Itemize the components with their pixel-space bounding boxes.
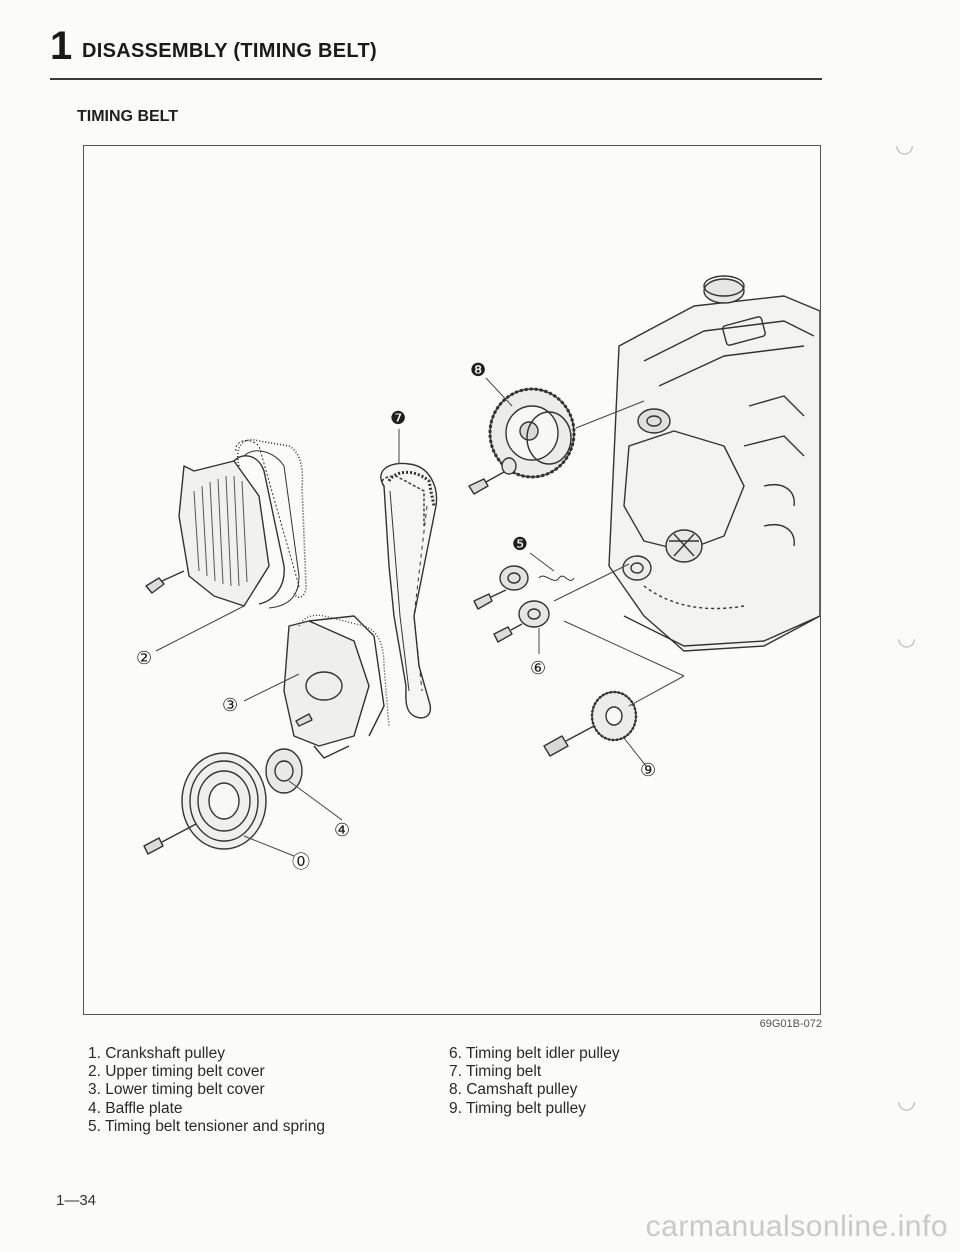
lower-timing-belt-cover [283, 614, 390, 759]
camshaft-pulley [488, 387, 576, 479]
legend-item-8: 8. Camshaft pulley [449, 1081, 578, 1099]
timing-belt [380, 462, 438, 719]
legend-item-1: 1. Crankshaft pulley [88, 1045, 225, 1062]
legend-item-7: 7. Timing belt [449, 1063, 542, 1081]
watermark: carmanualsonline.info [645, 1210, 948, 1243]
callout-8: ❽ [470, 360, 486, 381]
figure-frame: ⓪ ② ③ ④ ❺ ⑥ ❼ ❽ ⑨ [83, 145, 821, 1015]
scan-mark: ◡ [895, 132, 915, 157]
timing-belt-idler-pulley [493, 600, 550, 643]
header-rule [50, 78, 822, 80]
section-title: TIMING BELT [77, 108, 179, 125]
callout-2: ② [136, 648, 152, 669]
lower-cover-bolt [295, 713, 313, 727]
callout-6: ⑥ [530, 658, 546, 679]
callout-4: ④ [334, 820, 350, 841]
legend-item-2: 2. Upper timing belt cover [88, 1063, 265, 1081]
chapter-number: 1 [50, 24, 73, 68]
crankshaft-pulley [143, 752, 267, 855]
timing-belt-exploded-diagram: ⓪ ② ③ ④ ❺ ⑥ ❼ ❽ ⑨ [136, 275, 820, 873]
callout-1: ⓪ [292, 852, 310, 873]
legend-item-4: 4. Baffle plate [88, 1099, 183, 1117]
camshaft-bolt [468, 457, 517, 495]
page-number: 1—34 [56, 1192, 97, 1209]
callout-3: ③ [222, 695, 238, 716]
legend-item-5: 5. Timing belt tensioner and spring [88, 1117, 325, 1135]
upper-timing-belt-cover [178, 440, 300, 609]
page-header-title: DISASSEMBLY (TIMING BELT) [82, 40, 377, 62]
scan-mark: ◡ [897, 1088, 917, 1113]
figure-code: 69G01B-072 [759, 1018, 822, 1030]
engine-block-illustration [608, 275, 820, 652]
upper-cover-bolt [145, 570, 185, 594]
callout-5: ❺ [512, 534, 528, 555]
callout-9: ⑨ [640, 760, 656, 781]
timing-belt-tensioner [473, 565, 575, 610]
cover-gasket [237, 439, 307, 598]
legend-item-3: 3. Lower timing belt cover [88, 1081, 265, 1099]
scan-mark: ◡ [897, 625, 917, 650]
legend-item-6: 6. Timing belt idler pulley [449, 1045, 620, 1062]
legend-item-9: 9. Timing belt pulley [449, 1099, 586, 1117]
legend-right-column: 6. Timing belt idler pulley 7. Timing be… [449, 1045, 620, 1118]
baffle-plate [265, 748, 303, 794]
timing-belt-pulley [543, 690, 638, 757]
callout-7: ❼ [390, 408, 406, 429]
legend-left-column: 1. Crankshaft pulley 2. Upper timing bel… [88, 1045, 325, 1136]
